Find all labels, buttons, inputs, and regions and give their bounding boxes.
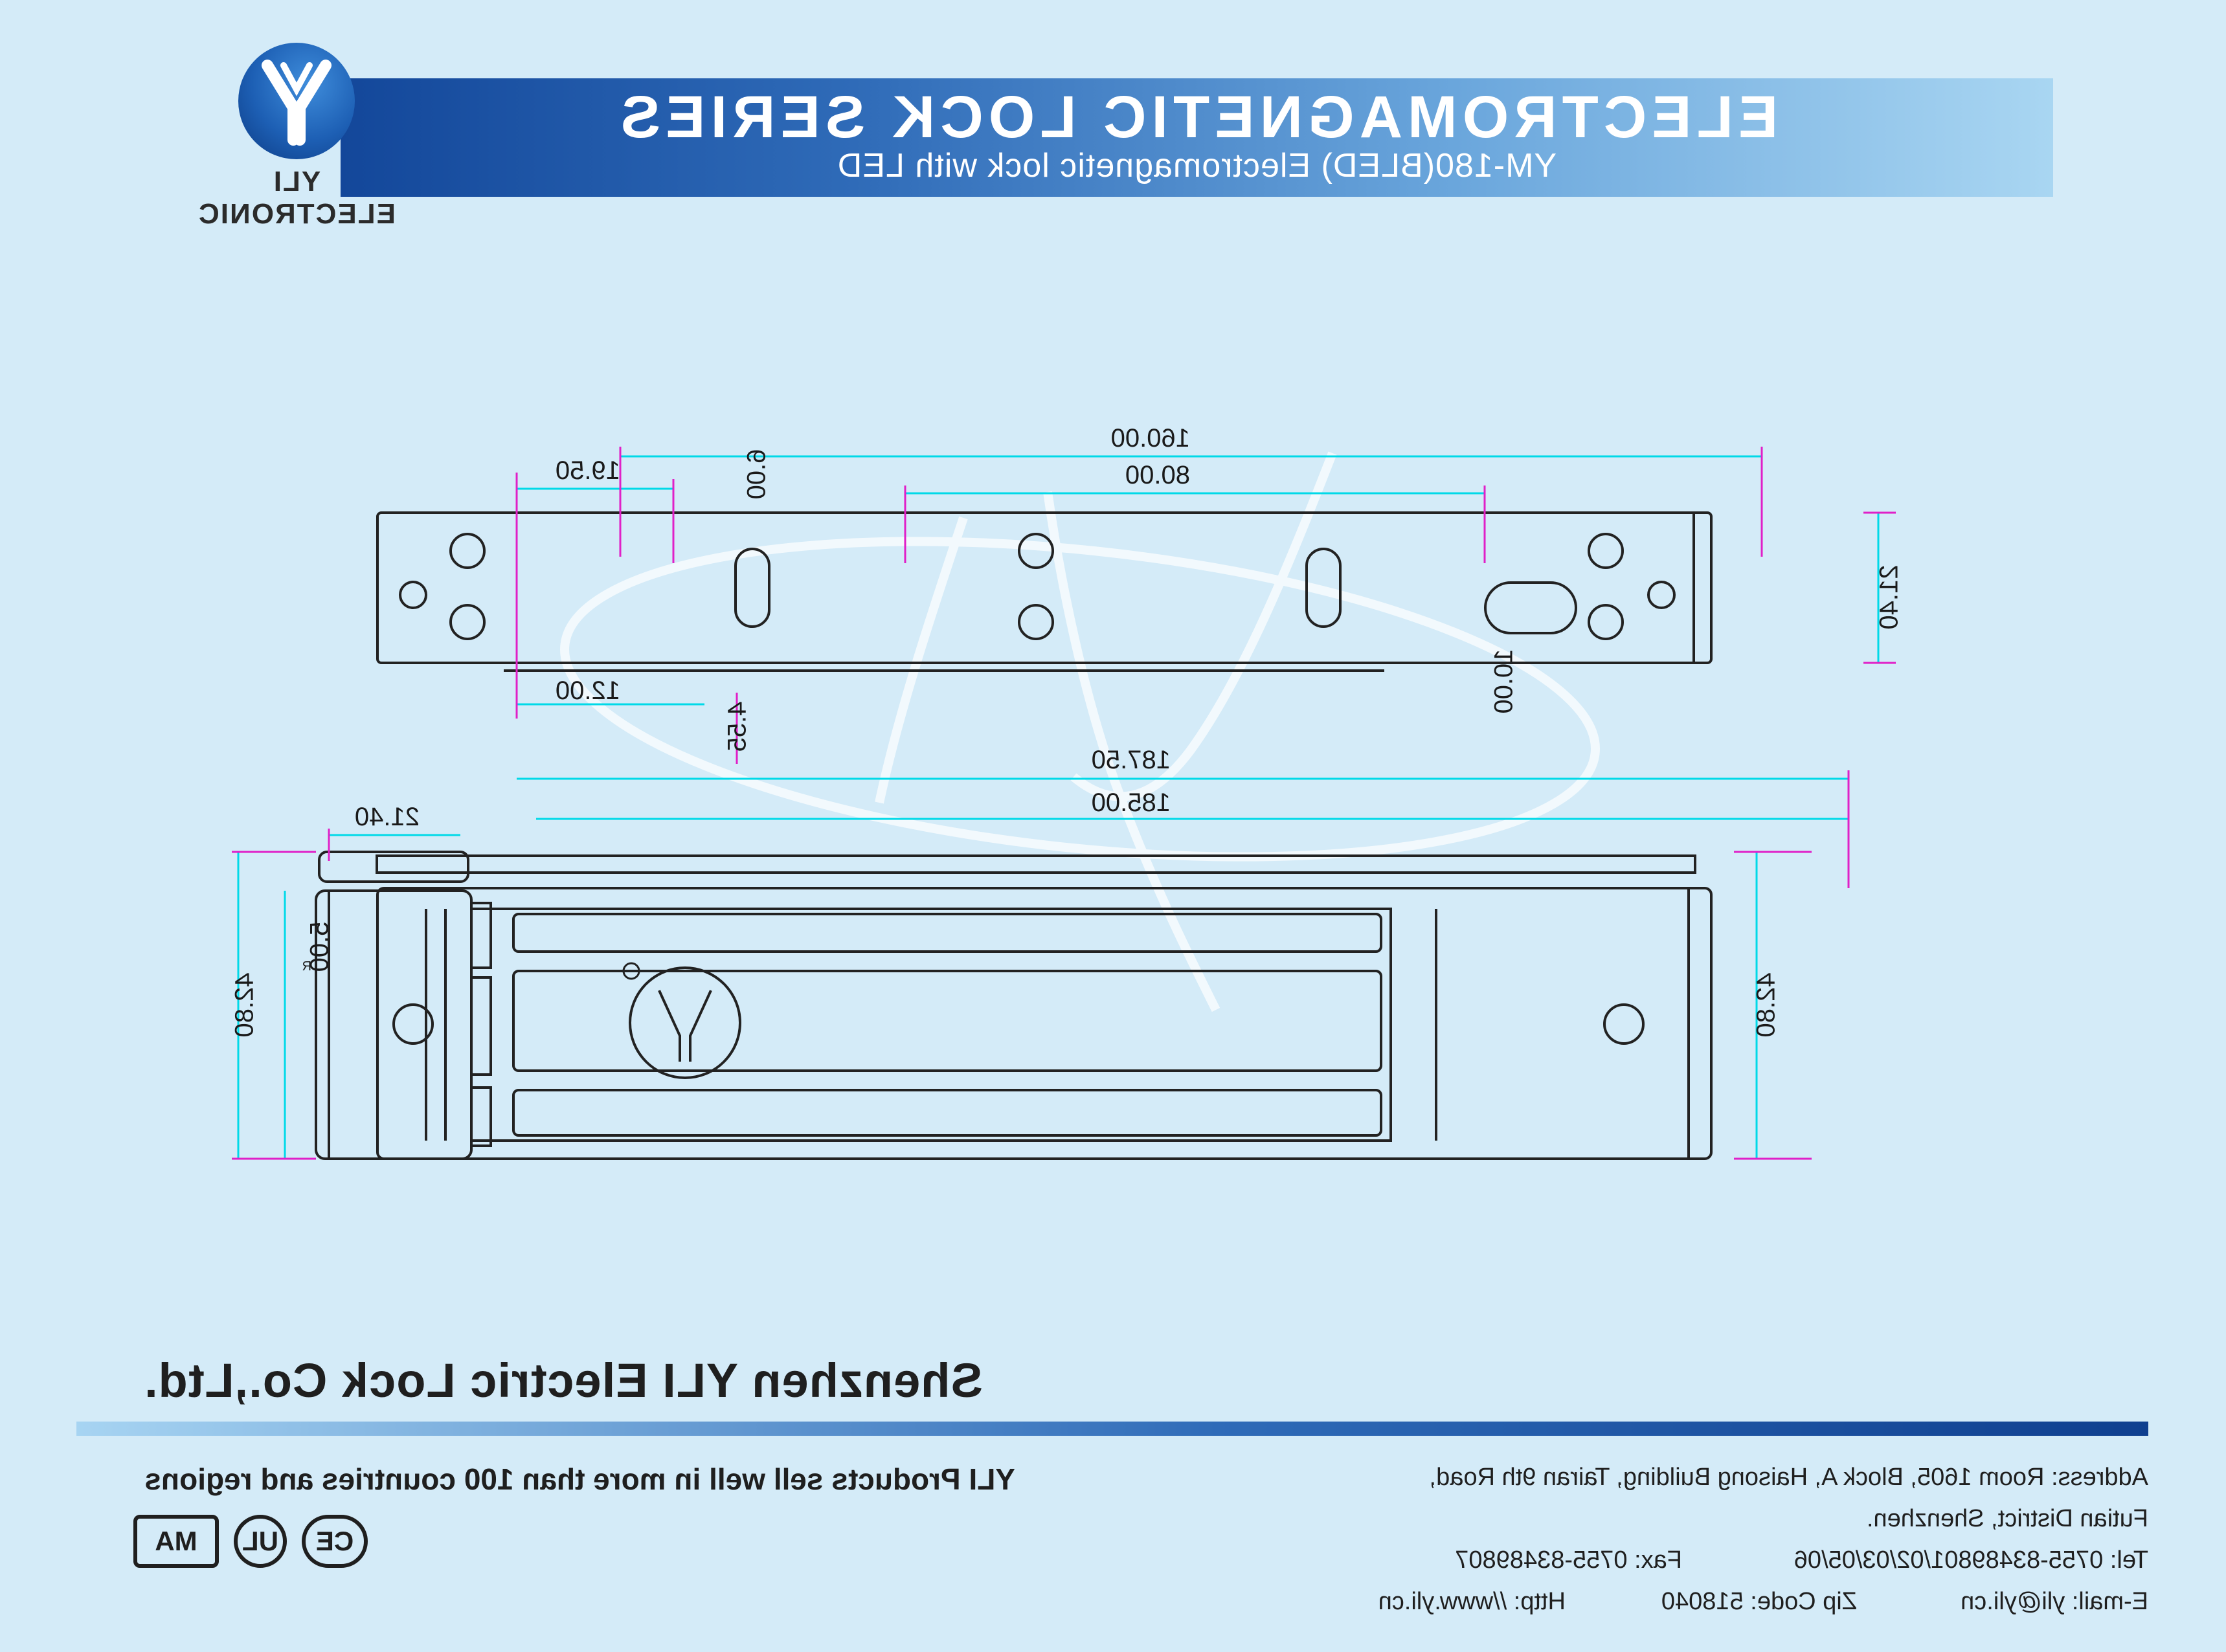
brand-logo: YLI ELECTRONIC: [115, 43, 413, 230]
front-top-rail: [376, 854, 1696, 874]
mounting-hole: [1018, 604, 1054, 640]
slot-hole: [1484, 581, 1577, 634]
dim-21-4-side: 21.40: [354, 803, 420, 831]
side-view: [315, 851, 492, 1160]
dim-21-4-top: 21.40: [1874, 564, 1904, 630]
slot-hole: [1305, 548, 1342, 628]
dim-80: 80.00: [1125, 461, 1190, 489]
dim-6: 6.00: [742, 449, 771, 500]
registered-mark-icon: [622, 962, 640, 980]
mounting-hole: [1588, 604, 1624, 640]
front-view: [376, 854, 1713, 1160]
dim-185: 185.00: [1091, 788, 1171, 817]
dim-4-55: 4.55: [723, 701, 752, 752]
dim-19-5: 19.50: [555, 456, 620, 485]
side-top-cap: [318, 851, 469, 883]
front-body-outline: [376, 887, 1713, 1160]
mounting-hole: [449, 604, 486, 640]
screw-icon: [392, 1003, 434, 1045]
side-tab: [470, 902, 492, 969]
dim-12: 12.00: [555, 676, 620, 705]
magnet-pole: [512, 913, 1382, 953]
magnet-pole: [512, 970, 1382, 1072]
dim-10: 10.00: [1489, 649, 1518, 714]
y-glyph-icon: [262, 60, 332, 146]
side-tab: [470, 1086, 492, 1147]
dim-187-5: 187.50: [1091, 746, 1171, 774]
dim-42-8-front: 42.80: [1751, 972, 1781, 1038]
dim-42-8-side: 42.80: [230, 972, 259, 1038]
mounting-hole: [1018, 533, 1054, 569]
mounting-hole: [1588, 533, 1624, 569]
magnet-pole: [512, 1089, 1382, 1137]
yli-y-logo-icon: [238, 43, 355, 159]
mounting-hole: [449, 533, 486, 569]
screw-icon: [1647, 581, 1676, 609]
side-tab: [470, 976, 492, 1076]
screw-icon: [399, 581, 427, 609]
screw-icon: [1603, 1003, 1645, 1045]
slot-hole: [734, 548, 770, 628]
registered-mark-text: R: [302, 959, 311, 974]
top-view: [376, 511, 1713, 672]
yli-emblem-y: [658, 990, 712, 1062]
yli-emblem-icon: [629, 966, 741, 1079]
dim-160: 160.00: [1110, 424, 1190, 452]
dimension-lines: [232, 447, 1896, 1160]
watermark: [560, 451, 1600, 1012]
